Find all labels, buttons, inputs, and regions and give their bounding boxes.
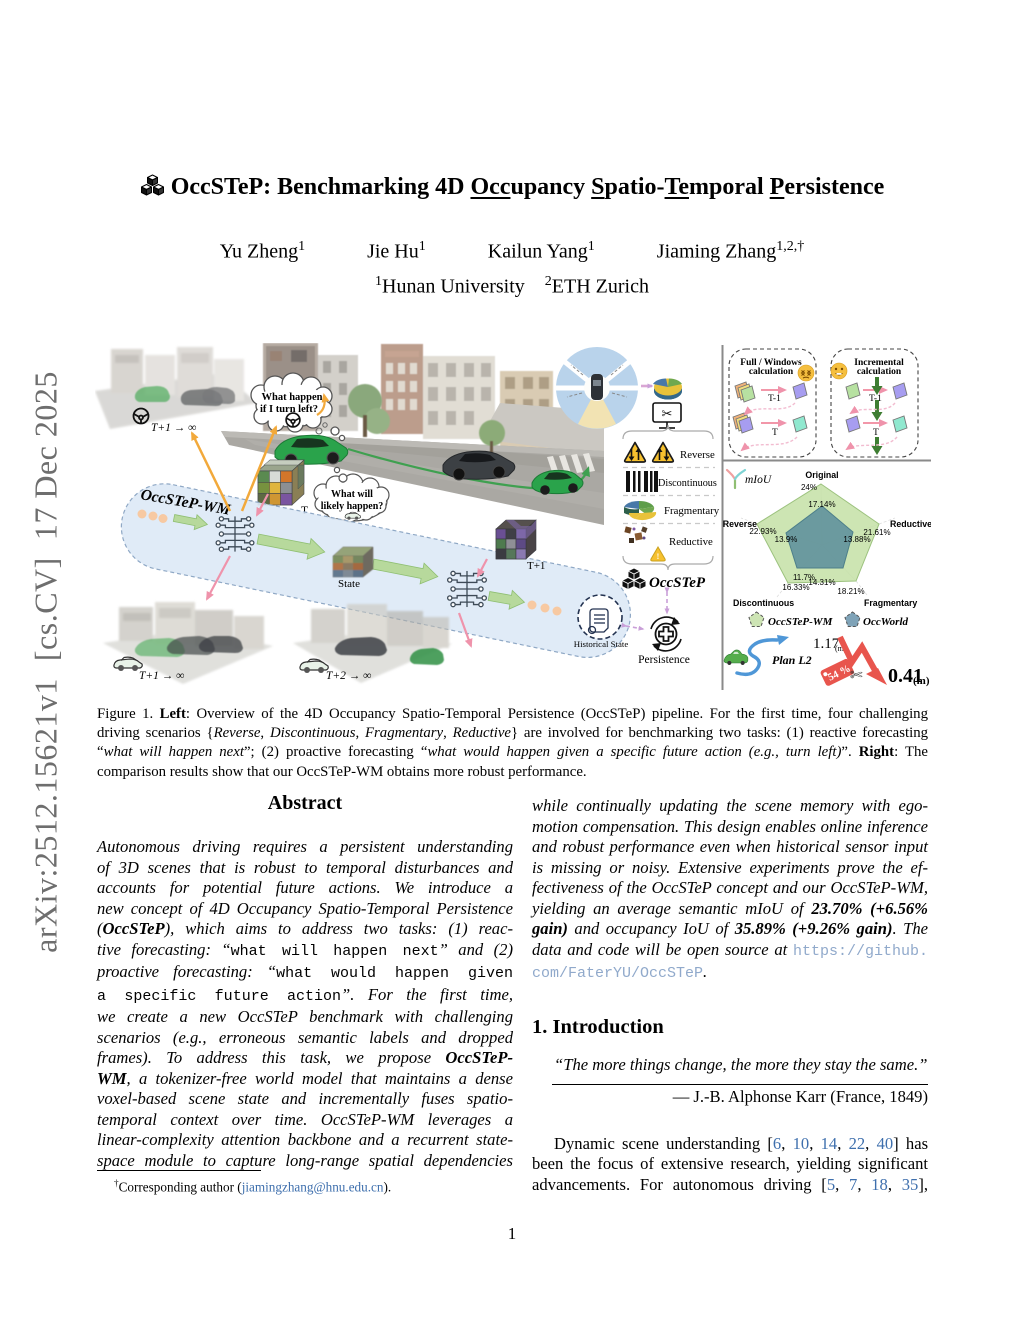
svg-text:State: State <box>338 578 360 590</box>
svg-text:Incremental: Incremental <box>854 358 904 368</box>
svg-text:T+1 → ∞: T+1 → ∞ <box>151 422 196 434</box>
svg-text:OccSTeP-WM: OccSTeP-WM <box>768 616 834 628</box>
svg-text:T+1: T+1 <box>527 560 545 572</box>
svg-text:calculation: calculation <box>857 367 902 377</box>
svg-text:Persistence: Persistence <box>638 654 690 666</box>
svg-text:Reductive: Reductive <box>890 519 931 529</box>
svg-text:Discontinuous: Discontinuous <box>733 598 794 608</box>
svg-text:17.14%: 17.14% <box>808 500 835 509</box>
svg-text:13.9%: 13.9% <box>775 535 798 544</box>
svg-text:OccWorld: OccWorld <box>863 616 909 628</box>
svg-text:Discontinuous: Discontinuous <box>658 478 717 489</box>
svg-text:What happen: What happen <box>262 392 323 403</box>
svg-text:1.17: 1.17 <box>813 636 840 652</box>
svg-text:11.7%: 11.7% <box>793 573 815 582</box>
svg-text:T+2 → ∞: T+2 → ∞ <box>326 670 371 682</box>
svg-text:24%: 24% <box>801 483 817 492</box>
svg-text:T-1: T-1 <box>768 394 781 404</box>
svg-text:(m): (m) <box>835 644 847 653</box>
svg-text:T: T <box>301 505 308 517</box>
svg-text:OccSTeP: OccSTeP <box>649 575 706 591</box>
svg-text:Full / Windows: Full / Windows <box>740 358 802 368</box>
svg-text:Plan L2: Plan L2 <box>772 653 812 667</box>
svg-text:mIoU: mIoU <box>745 474 772 486</box>
svg-text:22.93%: 22.93% <box>749 527 776 536</box>
svg-text:likely happen?: likely happen? <box>321 501 384 512</box>
svg-text:T+1 → ∞: T+1 → ∞ <box>139 670 184 682</box>
svg-text:✂: ✂ <box>662 406 673 421</box>
svg-text:T-1: T-1 <box>869 394 882 404</box>
svg-text:!: ! <box>657 552 660 561</box>
svg-text:T: T <box>873 428 879 438</box>
svg-text:21.61%: 21.61% <box>863 528 890 537</box>
svg-text:16.33%: 16.33% <box>782 583 809 592</box>
svg-text:(m): (m) <box>913 675 930 687</box>
svg-text:Reverse: Reverse <box>723 519 757 529</box>
svg-text:Historical State: Historical State <box>574 639 629 649</box>
svg-text:14.31%: 14.31% <box>808 578 835 587</box>
svg-text:calculation: calculation <box>749 367 794 377</box>
svg-text:13.88%: 13.88% <box>843 535 870 544</box>
svg-text:Reductive: Reductive <box>669 536 713 548</box>
svg-text:T: T <box>772 428 778 438</box>
svg-text:Reverse: Reverse <box>680 449 715 461</box>
svg-text:Original: Original <box>805 470 838 480</box>
svg-text:Fragmentary: Fragmentary <box>864 598 917 608</box>
svg-text:What will: What will <box>331 489 373 500</box>
svg-text:if I turn left?: if I turn left? <box>260 404 318 415</box>
svg-text:✄: ✄ <box>850 668 863 684</box>
svg-text:Fragmentary: Fragmentary <box>664 505 720 517</box>
svg-text:0.41: 0.41 <box>888 665 923 687</box>
svg-text:18.21%: 18.21% <box>837 587 864 596</box>
